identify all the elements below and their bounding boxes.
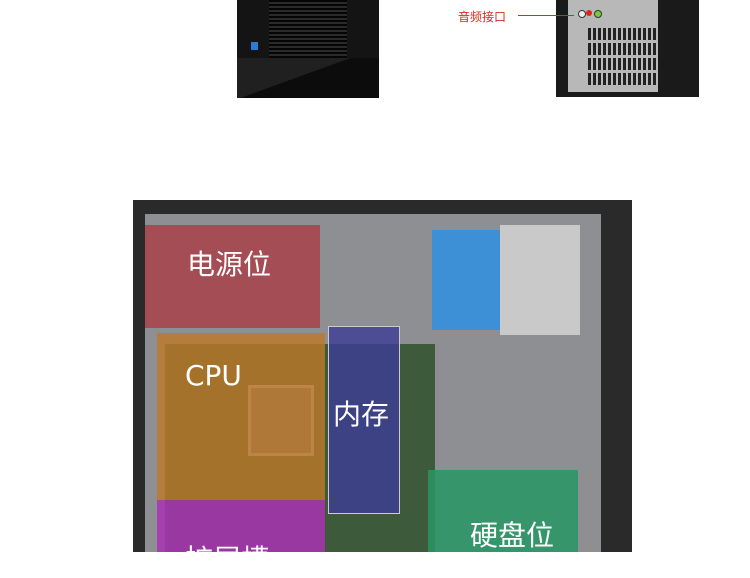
expansion-slot-cover xyxy=(588,43,658,55)
cpu-label: CPU xyxy=(185,359,242,392)
tower-rear-view xyxy=(556,0,699,97)
drive-bay-bracket xyxy=(432,230,500,330)
audio-jack-icon xyxy=(578,10,586,18)
front-grill xyxy=(269,0,347,58)
region-psu: 电源位 xyxy=(145,225,320,328)
audio-port-label: 音频接口 xyxy=(458,10,507,24)
front-base xyxy=(237,58,379,98)
tower-front-view xyxy=(237,0,379,98)
rear-panel xyxy=(568,0,658,92)
windows-logo-icon xyxy=(251,42,258,50)
expansion-label: 扩展槽 xyxy=(185,543,270,576)
region-expansion-slots: 扩展槽 xyxy=(157,500,325,576)
drive-cage xyxy=(500,225,580,335)
audio-port-pointer-line xyxy=(518,15,574,16)
expansion-slot-cover xyxy=(588,58,658,70)
psu-label: 电源位 xyxy=(187,248,272,281)
memory-label: 内存 xyxy=(333,398,390,431)
region-cpu: CPU xyxy=(157,333,325,500)
expansion-slot-cover xyxy=(588,73,658,85)
region-hdd: 硬盘位 xyxy=(428,470,578,552)
hdd-label: 硬盘位 xyxy=(470,519,555,552)
audio-jack-icon xyxy=(594,10,602,18)
expansion-slot-cover xyxy=(588,28,658,40)
region-memory: 内存 xyxy=(328,326,400,514)
audio-jack-icon xyxy=(586,10,592,16)
